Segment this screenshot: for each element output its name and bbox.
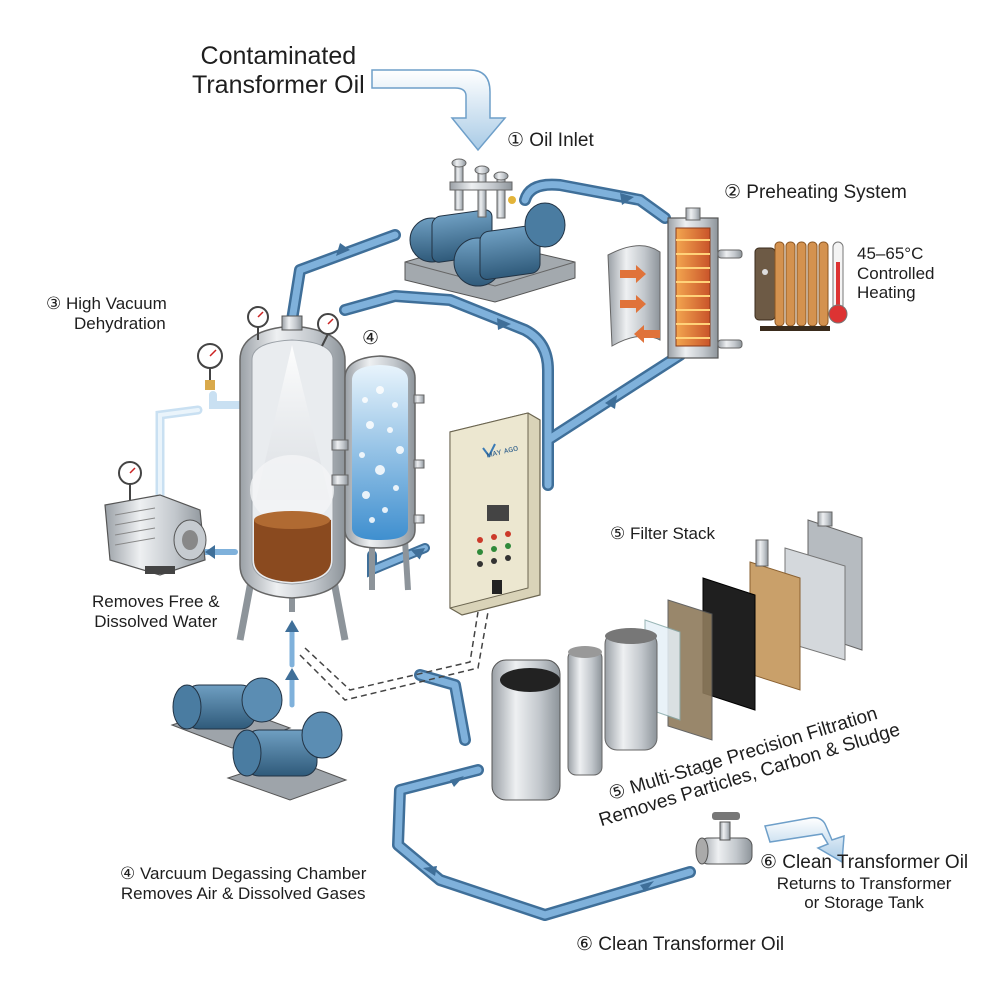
filter-stack	[491, 511, 863, 801]
filter-stack-label: ⑤ Filter Stack	[610, 524, 715, 543]
water-note-line-1: Removes Free &	[92, 592, 220, 611]
degassing-pump-unit	[170, 677, 348, 801]
cartridge-filters	[491, 628, 658, 801]
heating-note-line-3: Heating	[857, 283, 916, 303]
step6-bottom-label: ⑥ Clean Transformer Oil	[576, 934, 785, 955]
step3-label-line-1: ③ High Vacuum	[46, 294, 167, 313]
control-cabinet	[449, 412, 541, 616]
pipe-network	[286, 178, 696, 921]
inlet-arrow	[371, 69, 507, 152]
heating-note-line-2: Controlled	[857, 263, 935, 283]
preheat-exchanger	[607, 207, 743, 359]
source-label-line-2: Transformer Oil	[192, 70, 365, 99]
water-note: Removes Free & Dissolved Water	[92, 592, 220, 631]
step6-right-line-2: Returns to Transformer	[776, 873, 952, 893]
heating-note-temp: 45–65°C	[857, 244, 924, 263]
vacuum-dehydration-tank	[236, 315, 349, 641]
step6-right-title: ⑥ Clean Transformer Oil	[760, 852, 969, 873]
water-note-line-2: Dissolved Water	[94, 611, 218, 631]
radiator-heater	[754, 241, 830, 331]
flow-arrows	[336, 193, 654, 892]
step4-label-line-1: ④ Varcuum Degassing Chamber	[120, 864, 367, 883]
step3-label-line-2: Dehydration	[74, 313, 166, 333]
vacuum-pump	[104, 494, 207, 576]
heating-note: 45–65°C Controlled Heating	[857, 244, 935, 303]
step3-label: ③ High Vacuum Dehydration	[46, 294, 167, 333]
step1-label: ① Oil Inlet	[507, 130, 594, 151]
step4-label-line-2: Removes Air & Dissolved Gases	[120, 883, 366, 903]
control-wiring	[299, 611, 489, 701]
source-label-line-1: Contaminated	[200, 42, 357, 70]
outlet-arrow	[764, 816, 845, 864]
step6-right-line-3: or Storage Tank	[804, 893, 924, 913]
step4-label: ④ Varcuum Degassing Chamber Removes Air …	[120, 864, 366, 903]
step2-label: ② Preheating System	[724, 182, 907, 203]
step6-right-label: ⑥ Clean Transformer Oil Returns to Trans…	[760, 852, 968, 913]
inlet-pump-unit	[404, 158, 576, 303]
thermometer-icon	[828, 241, 848, 324]
source-label: Contaminated Transformer Oil	[192, 42, 365, 100]
small-flow-arrows	[205, 545, 425, 680]
step4-marker: ④	[362, 328, 380, 349]
degassing-tank	[331, 355, 425, 591]
outlet-valve	[695, 812, 753, 865]
